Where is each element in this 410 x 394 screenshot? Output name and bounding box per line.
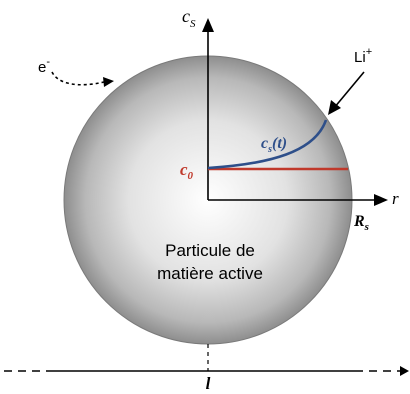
r-axis-label: r: [392, 189, 399, 208]
length-label: l: [206, 374, 211, 393]
cs-axis-arrowhead: [202, 18, 214, 32]
cs-t-label: cs(t): [261, 135, 287, 155]
electron-label: e-: [38, 56, 50, 76]
cs-axis-label: cS: [182, 6, 196, 30]
c0-label: c0: [180, 160, 194, 182]
rs-label: Rs: [353, 213, 369, 233]
lithium-label: Li+: [354, 46, 372, 66]
length-axis-arrowhead: [400, 366, 409, 376]
cs-t-curve: [207, 119, 328, 170]
r-axis-arrowhead: [374, 194, 388, 206]
electron-arrowhead: [103, 77, 114, 87]
particle-label-line2: matière active: [157, 264, 263, 283]
electron-arrow-curve: [51, 71, 105, 86]
lithium-arrowhead: [328, 100, 341, 115]
lithium-arrow-line: [333, 71, 365, 109]
particle-label-line1: Particule de: [165, 241, 255, 260]
